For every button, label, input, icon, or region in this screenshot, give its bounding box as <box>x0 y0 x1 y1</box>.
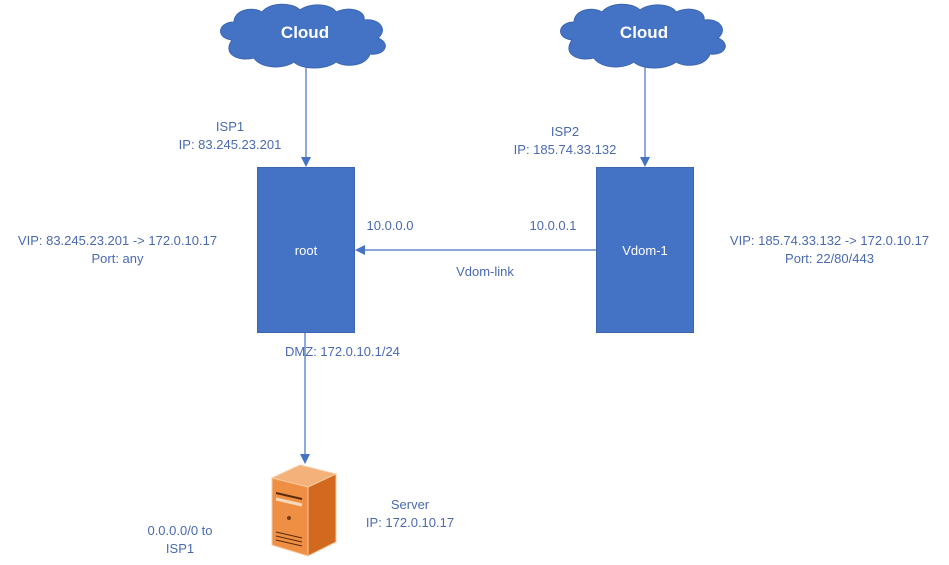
root-vdom-node[interactable]: root <box>257 167 355 333</box>
vdom-link-label: Vdom-link <box>456 264 514 279</box>
isp2-ip-label: IP: 185.74.33.132 <box>513 142 617 157</box>
server-icon <box>270 464 338 557</box>
server-ip-label: IP: 172.0.10.17 <box>365 515 455 530</box>
vdom1-port-label: Port: 22/80/443 <box>785 251 874 266</box>
cloud-2-label: Cloud <box>619 23 669 42</box>
dmz-label: DMZ: 172.0.10.1/24 <box>285 344 400 359</box>
default-route-line2: ISP1 <box>165 541 195 556</box>
root-port-label: Port: any <box>91 251 144 266</box>
vdom1-vip-label: VIP: 185.74.33.132 -> 172.0.10.17 <box>729 233 930 248</box>
server-name-label: Server <box>390 497 430 512</box>
default-route-line1: 0.0.0.0/0 to <box>147 523 213 538</box>
root-vip-label: VIP: 83.245.23.201 -> 172.0.10.17 <box>17 233 218 248</box>
vdom1-node-label: Vdom-1 <box>622 242 668 258</box>
link-root-ip-label: 10.0.0.0 <box>366 218 414 233</box>
cloud-icon <box>560 3 726 69</box>
isp2-label: ISP2 <box>550 124 580 139</box>
vdom1-node[interactable]: Vdom-1 <box>596 167 694 333</box>
isp1-ip-label: IP: 83.245.23.201 <box>178 137 282 152</box>
root-node-label: root <box>294 242 318 258</box>
cloud-1-label: Cloud <box>280 23 330 42</box>
isp1-label: ISP1 <box>215 119 245 134</box>
cloud-icon <box>220 3 386 69</box>
link-vdom-ip-label: 10.0.0.1 <box>529 218 577 233</box>
